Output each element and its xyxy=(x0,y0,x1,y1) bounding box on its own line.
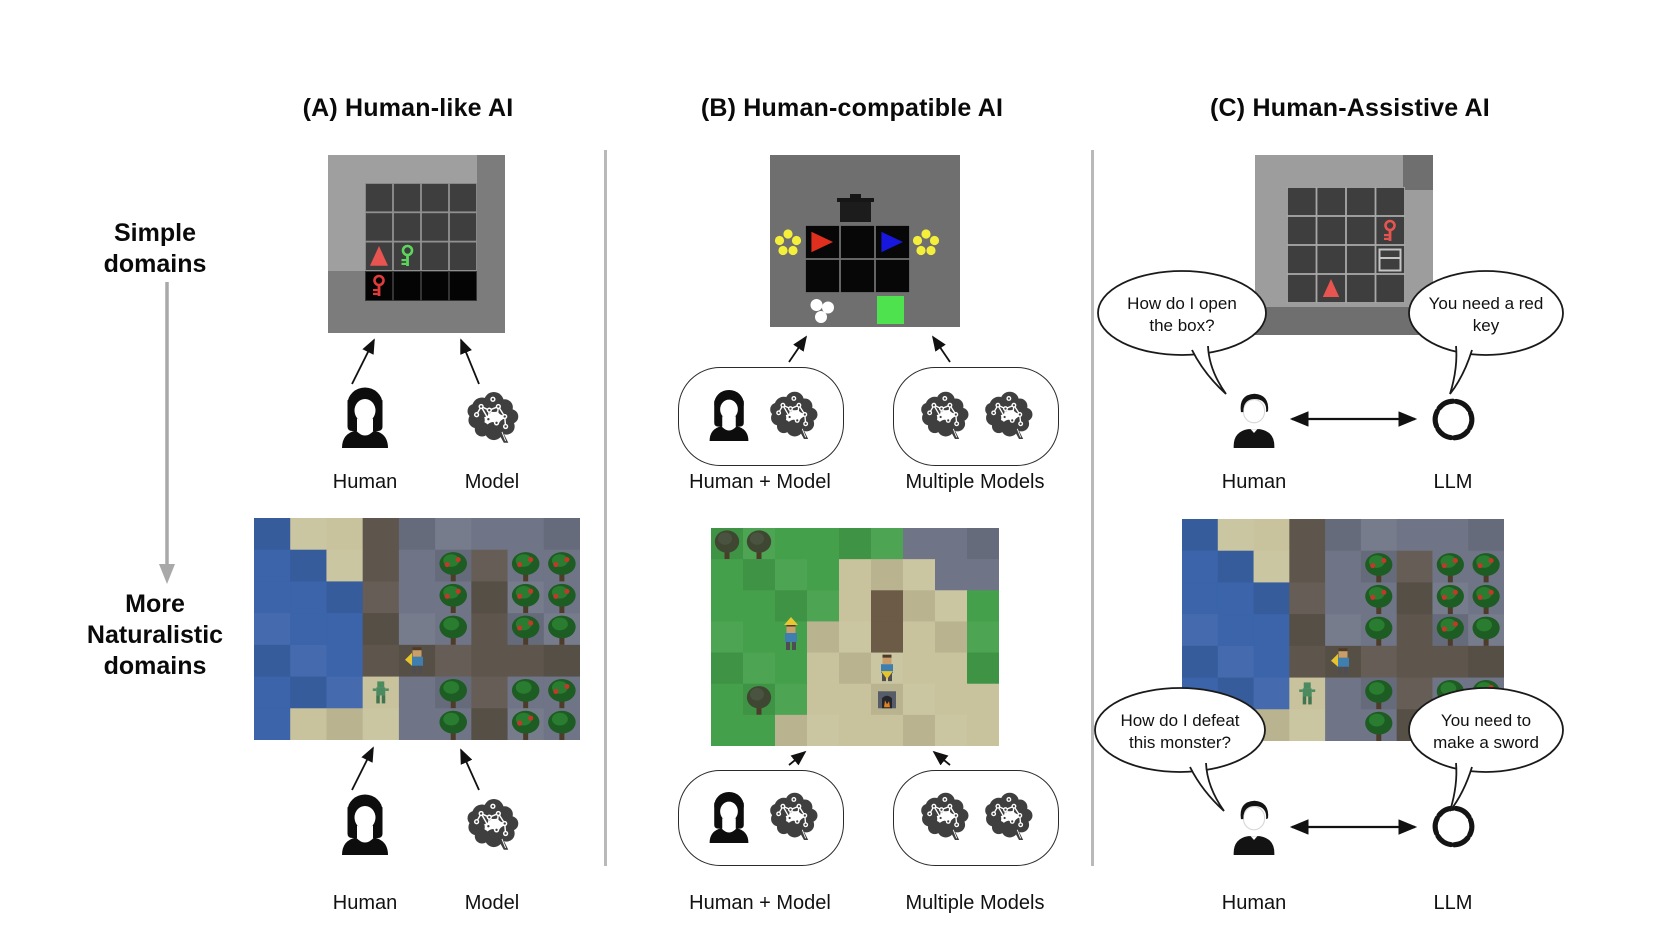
human-woman-icon xyxy=(333,384,397,448)
arrow-human-to-scene-a-bottom xyxy=(351,746,374,791)
caption-human-c-bottom: Human xyxy=(1221,892,1287,914)
triangle-agent xyxy=(881,231,903,253)
column-c-header: (C) Human-Assistive AI xyxy=(1210,94,1490,122)
row-label-naturalistic-domains: More Naturalistic domains xyxy=(25,589,285,682)
bubble-defeat-monster-line2: this monster? xyxy=(1129,733,1231,752)
caption-model-a-bottom: Model xyxy=(464,892,520,914)
caption-llm-bottom: LLM xyxy=(1433,892,1473,914)
crafter-scene-a xyxy=(254,518,580,740)
caption-llm-top: LLM xyxy=(1433,471,1473,493)
caption-multiple-models-bottom: Multiple Models xyxy=(905,892,1045,914)
triangle-agent xyxy=(811,231,833,253)
caption-human-a-top: Human xyxy=(332,471,398,493)
box-object xyxy=(1378,248,1402,272)
column-a-header: (A) Human-like AI xyxy=(302,94,514,122)
row-label-simple-domains: Simple domains xyxy=(25,218,285,280)
bubble-make-sword-line2: make a sword xyxy=(1433,733,1539,752)
player-sprite xyxy=(881,664,893,674)
brain-model-icon xyxy=(917,790,971,846)
caption-human-a-bottom: Human xyxy=(332,892,398,914)
zombie-sprite xyxy=(377,681,385,688)
caption-human-model-top: Human + Model xyxy=(689,471,831,493)
flower-dot xyxy=(929,235,940,246)
row-label-naturalistic-line2: Naturalistic xyxy=(86,621,224,649)
key-object xyxy=(373,274,385,296)
caption-model-a-top: Model xyxy=(464,471,520,493)
arrow-model-to-scene-a-top xyxy=(460,338,480,385)
brain-model-icon xyxy=(981,389,1035,445)
crafter-scene-b xyxy=(711,528,999,746)
row-label-simple-line1: Simple xyxy=(114,219,196,247)
human-woman-icon xyxy=(702,387,756,446)
divider-line-ab xyxy=(604,150,607,866)
flower-dot xyxy=(926,245,936,256)
triangle-agent xyxy=(1322,279,1340,297)
column-b-header: (B) Human-compatible AI xyxy=(700,94,1004,122)
flower-dot xyxy=(791,235,802,246)
flower-dot xyxy=(774,235,785,246)
speech-bubble-make-sword: You need to make a sword xyxy=(1408,687,1564,812)
bubble-open-box-line2: the box? xyxy=(1149,316,1214,335)
row-label-naturalistic-line3: domains xyxy=(103,652,207,680)
triangle-agent xyxy=(369,246,389,266)
minigrid-box-scene-c xyxy=(1255,155,1433,335)
brain-model-icon xyxy=(766,389,820,445)
caption-multiple-models-top: Multiple Models xyxy=(905,471,1045,493)
multiple-models-group xyxy=(893,367,1059,466)
key-object xyxy=(1384,219,1396,241)
goal-square xyxy=(877,296,904,324)
human-plus-model-group xyxy=(678,367,844,466)
bubble-defeat-monster-line1: How do I defeat xyxy=(1120,711,1239,730)
white-dot xyxy=(822,301,834,314)
bubble-red-key-line1: You need a red xyxy=(1429,294,1544,313)
key-object xyxy=(401,244,414,266)
human-man-icon xyxy=(1223,386,1285,448)
arrow-models-to-scene-b-bottom xyxy=(932,750,951,766)
caption-human-c-top: Human xyxy=(1221,471,1287,493)
speech-bubble-open-box: How do I open the box? xyxy=(1097,270,1267,395)
minigrid-cooking-scene-b xyxy=(770,155,960,327)
speech-bubble-red-key: You need a red key xyxy=(1408,270,1564,395)
flower-dot xyxy=(916,245,926,256)
multiple-models-group xyxy=(893,770,1059,866)
row-label-naturalistic-line1: More xyxy=(125,590,185,618)
domain-axis-arrow xyxy=(159,282,175,584)
brain-model-icon xyxy=(981,790,1035,846)
arrow-humanmodel-to-scene-b-bottom xyxy=(788,750,807,766)
white-dot xyxy=(815,311,827,323)
minigrid-keys-scene-a xyxy=(328,155,505,333)
human-woman-icon xyxy=(702,789,756,848)
arrow-human-to-scene-a-top xyxy=(351,338,375,385)
row-label-simple-line2: domains xyxy=(103,250,207,278)
bubble-red-key-line2: key xyxy=(1473,316,1500,335)
speech-bubble-defeat-monster: How do I defeat this monster? xyxy=(1094,687,1266,812)
brain-model-icon xyxy=(917,389,971,445)
white-dot xyxy=(810,299,823,311)
flower-dot xyxy=(783,229,793,239)
player-sprite xyxy=(1337,657,1349,667)
player-sprite xyxy=(785,633,797,642)
zombie-sprite xyxy=(1303,682,1311,689)
arrow-models-to-scene-b-top xyxy=(931,335,951,363)
player-sprite xyxy=(411,656,423,666)
caption-human-model-bottom: Human + Model xyxy=(689,892,831,914)
arrow-humanmodel-to-scene-b-top xyxy=(788,335,808,363)
brain-model-icon xyxy=(463,389,521,444)
flower-dot xyxy=(912,235,923,246)
openai-llm-icon xyxy=(1428,394,1479,445)
human-man-icon xyxy=(1223,793,1285,855)
arrow-model-to-scene-a-bottom xyxy=(460,748,480,791)
flower-dot xyxy=(921,229,931,239)
bubble-open-box-line1: How do I open xyxy=(1127,294,1237,313)
crafter-scene-c xyxy=(1182,519,1504,741)
flower-dot xyxy=(788,245,798,256)
human-plus-model-group xyxy=(678,770,844,866)
flower-dot xyxy=(778,245,788,256)
bubble-make-sword-line1: You need to xyxy=(1441,711,1531,730)
brain-model-icon xyxy=(766,790,820,846)
human-woman-icon xyxy=(333,791,397,855)
brain-model-icon xyxy=(463,796,521,851)
